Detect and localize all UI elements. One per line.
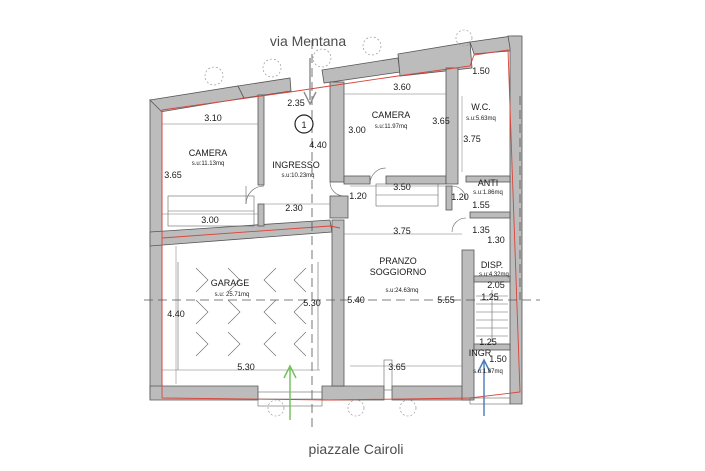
- wall-ingr-top: [473, 343, 511, 351]
- dim-2-05: 2.05: [487, 280, 505, 290]
- wall-top-mid: [237, 77, 292, 99]
- dim-5-40: 5.40: [347, 295, 365, 305]
- wall-top-left: [149, 85, 245, 113]
- entrance-arrow-top: [303, 58, 317, 106]
- room-name-disp: DISP.: [481, 260, 503, 270]
- dim-1-35: 1.35: [472, 225, 490, 235]
- wall-disp-bottom: [473, 275, 511, 283]
- dim-1-20-anti: 1.20: [451, 192, 469, 202]
- dim-3-00-left: 3.00: [201, 215, 219, 225]
- wall-center-lower: [331, 219, 345, 387]
- dim-5-55: 5.55: [437, 295, 455, 305]
- room-name-soggiorno: SOGGIORNO: [370, 267, 427, 277]
- room-area-disp: s.u:4.32mq: [479, 272, 509, 278]
- dim-4-40-garage: 4.40: [167, 309, 185, 319]
- dim-2-30: 2.30: [285, 203, 303, 213]
- room-area-camera-right: s.u:11.97mq: [375, 124, 408, 130]
- dim-3-00-right: 3.00: [348, 125, 366, 135]
- room-name-camera-left: CAMERA: [189, 148, 228, 158]
- wall-camera-right-bottom: [343, 175, 371, 185]
- dim-1-30: 1.30: [487, 235, 505, 245]
- dim-1-55: 1.55: [472, 200, 490, 210]
- room-name-camera-right: CAMERA: [372, 110, 411, 120]
- room-name-anti: ANTI: [478, 178, 499, 188]
- dim-1-20: 1.20: [349, 191, 367, 201]
- dim-3-65-left: 3.65: [164, 170, 182, 180]
- room-area-wc: s.u:5.63mq: [466, 116, 496, 122]
- room-name-ingr: INGR: [469, 348, 492, 358]
- section-marker: 1: [301, 120, 306, 130]
- dim-1-25-b: 1.25: [479, 337, 497, 347]
- dim-3-60: 3.60: [393, 82, 411, 92]
- property-boundary-inner: [161, 225, 341, 239]
- entrance-arrow-blue: [477, 358, 491, 416]
- wall-camera-ingresso-low: [257, 203, 265, 227]
- wall-top-center: [321, 57, 401, 84]
- room-area-camera-left: s.u:11.13mq: [192, 161, 225, 167]
- stairs: [476, 290, 508, 342]
- tree-marks: [204, 29, 473, 417]
- dim-3-10: 3.10: [204, 113, 222, 123]
- room-area-ingr: s.u:1.87mq: [473, 369, 503, 375]
- wall-center-stub: [329, 195, 349, 219]
- room-area-ingresso: s.u:10.23mq: [281, 173, 314, 179]
- property-boundary: [161, 49, 521, 401]
- street-top-label: via Mentana: [270, 33, 346, 49]
- wall-disp-left: [461, 249, 475, 401]
- wall-center-upper: [329, 81, 345, 183]
- room-name-ingresso: INGRESSO: [272, 160, 320, 170]
- wall-top-right: [397, 41, 473, 77]
- wall-left: [149, 99, 163, 399]
- walls: [149, 35, 523, 405]
- section-marker-circle: [294, 114, 314, 134]
- dim-3-65-bottom: 3.65: [388, 362, 406, 372]
- dim-1-50-bottom: 1.50: [489, 354, 507, 364]
- wall-anti-left: [445, 185, 453, 211]
- entrance-arrow-green: [283, 364, 297, 420]
- room-area-pranzo: s.u:24.63mq: [385, 288, 418, 294]
- wall-wc-anti: [465, 175, 511, 183]
- dim-1-25-a: 1.25: [481, 292, 499, 302]
- dim-5-30-v: 5.30: [303, 298, 321, 308]
- wall-camera-wc: [445, 67, 459, 185]
- wall-bottom-mid: [321, 385, 385, 401]
- dim-5-30-h: 5.30: [237, 362, 255, 372]
- dim-3-75-wc: 3.75: [463, 134, 481, 144]
- street-bottom-label: piazzale Cairoli: [309, 441, 404, 457]
- room-name-pranzo: PRANZO: [379, 256, 417, 266]
- wall-anti-bottom: [469, 211, 511, 219]
- wall-camera-ingresso: [257, 94, 265, 186]
- dim-3-50: 3.50: [393, 182, 411, 192]
- dim-2-35: 2.35: [287, 98, 305, 108]
- wall-right: [507, 35, 523, 405]
- dimension-lines: [162, 93, 463, 384]
- room-area-garage: s.u: 25.71mq: [215, 292, 250, 298]
- dim-3-75-pranzo: 3.75: [393, 226, 411, 236]
- dim-4-40-top: 4.40: [309, 140, 327, 150]
- dim-3-65-right: 3.65: [432, 116, 450, 126]
- dim-1-50-top: 1.50: [472, 66, 490, 76]
- room-name-garage: GARAGE: [211, 278, 250, 288]
- wall-garage-top: [149, 219, 333, 247]
- room-name-wc: W.C.: [471, 102, 491, 112]
- garage-markings: [177, 262, 319, 370]
- room-area-anti: s.u:1.86mq: [473, 190, 503, 196]
